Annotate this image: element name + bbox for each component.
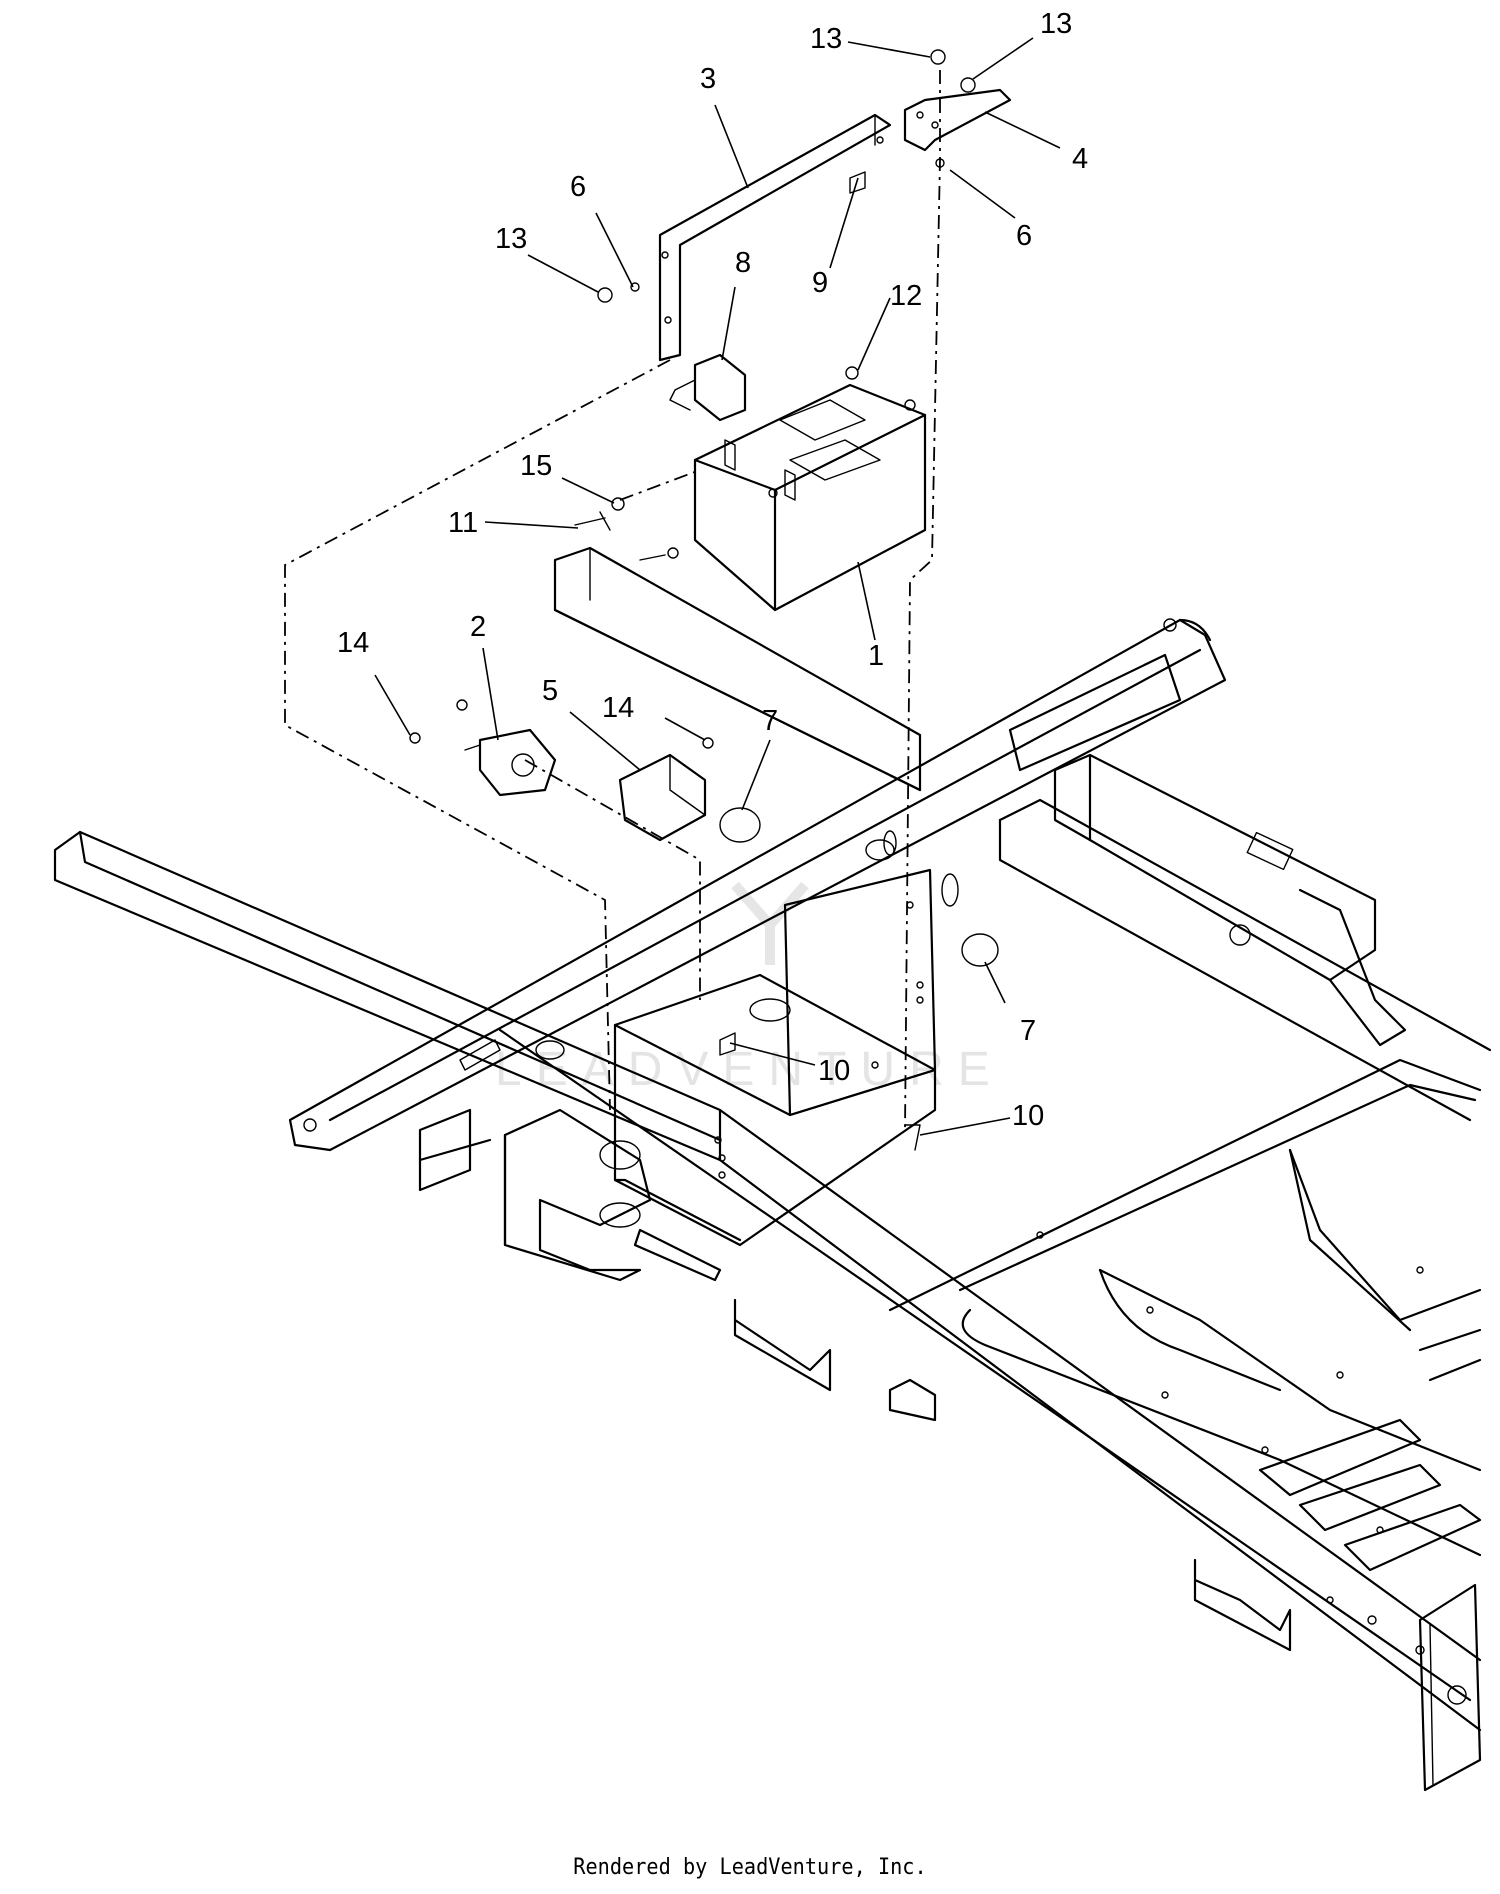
solenoid-2 xyxy=(464,728,557,797)
callout-6b: 6 xyxy=(1016,220,1032,252)
callout-13c: 13 xyxy=(1040,8,1072,40)
mower-frame xyxy=(53,546,1492,1792)
callout-4: 4 xyxy=(1072,143,1088,175)
callout-11: 11 xyxy=(448,507,478,539)
callout-9: 9 xyxy=(812,267,828,299)
fasteners xyxy=(409,49,976,1151)
callout-5: 5 xyxy=(542,675,558,707)
footer-credit: Rendered by LeadVenture, Inc. xyxy=(573,1855,927,1880)
callout-13b: 13 xyxy=(810,23,842,55)
callout-10a: 10 xyxy=(818,1055,850,1087)
callout-7b: 7 xyxy=(1020,1015,1036,1047)
battery-bracket-3 xyxy=(658,113,892,362)
callout-8: 8 xyxy=(735,247,751,279)
relay-8 xyxy=(669,353,747,422)
callout-1: 1 xyxy=(868,640,884,672)
battery xyxy=(693,383,927,612)
callout-15: 15 xyxy=(520,450,552,482)
callout-13a: 13 xyxy=(495,223,527,255)
module-5 xyxy=(618,753,707,842)
alignment-lines xyxy=(284,70,941,1131)
strap-4 xyxy=(903,88,1012,152)
callout-2: 2 xyxy=(470,611,486,643)
leader-lines xyxy=(374,37,1061,1136)
callout-14b: 14 xyxy=(602,692,634,724)
callout-14a: 14 xyxy=(337,627,369,659)
watermark: LEADVENTURE xyxy=(495,881,1004,1096)
callout-7a: 7 xyxy=(762,705,778,737)
callout-10b: 10 xyxy=(1012,1100,1044,1132)
watermark-text: LEADVENTURE xyxy=(495,1043,1004,1096)
grommets-7 xyxy=(719,807,999,967)
callout-6a: 6 xyxy=(570,171,586,203)
callout-3: 3 xyxy=(700,63,716,95)
callout-12: 12 xyxy=(890,280,922,312)
callout-labels: 1 2 3 4 5 6 6 7 7 8 9 10 10 11 12 13 13 … xyxy=(337,8,1088,1132)
